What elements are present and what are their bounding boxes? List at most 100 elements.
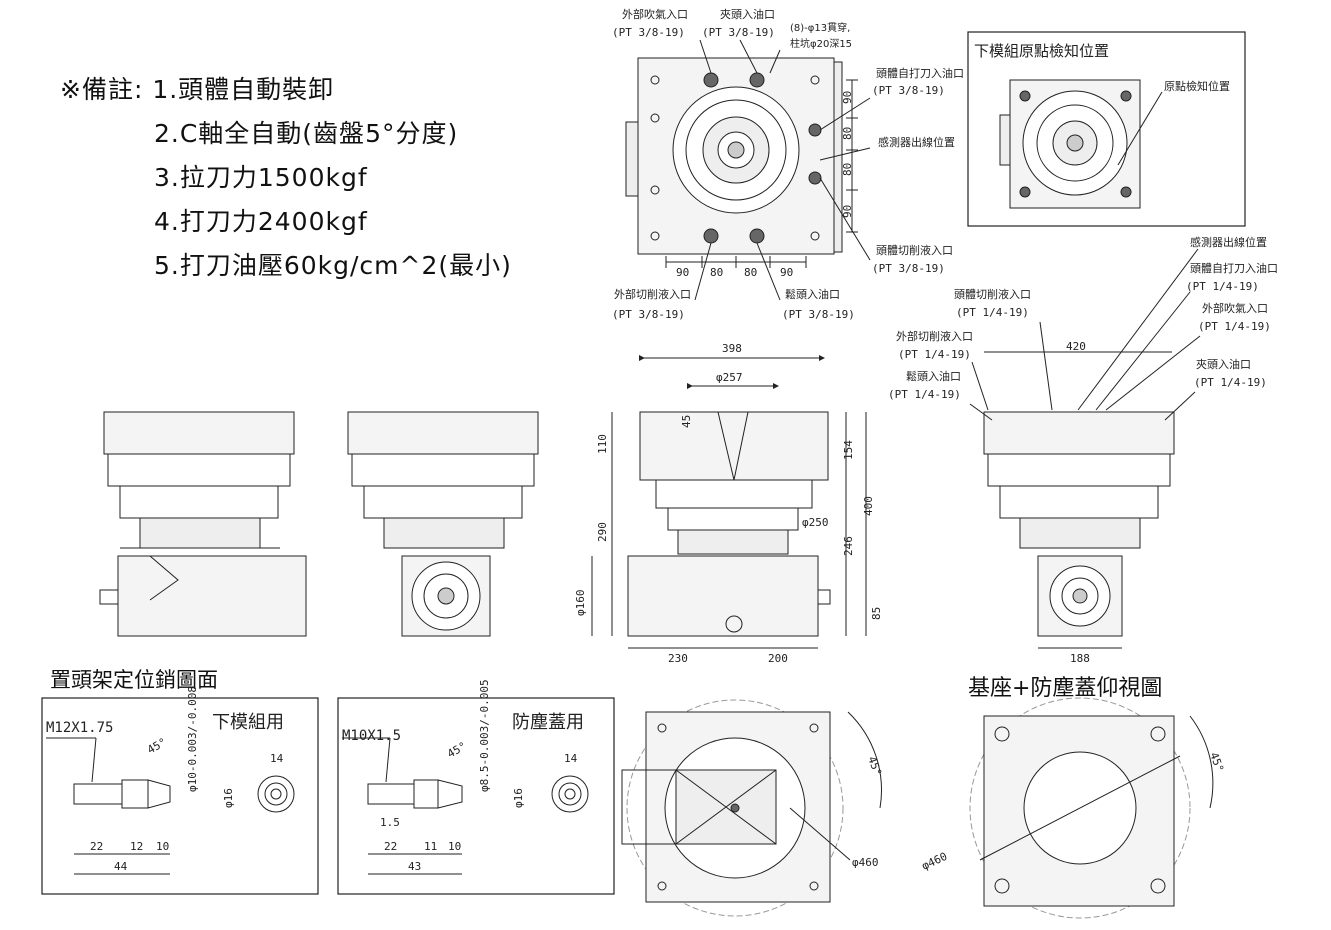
- pin-lower-dia16: φ16: [222, 788, 235, 808]
- top-view: [625, 39, 871, 301]
- pin-lower-hex: 14: [270, 752, 284, 765]
- origin-box: [967, 31, 1246, 227]
- origin-box-label: 原點檢知位置: [1164, 79, 1230, 93]
- r-ext-air: 外部吹氣入口: [1202, 301, 1268, 315]
- dim-188: 188: [1070, 652, 1090, 665]
- dim-160: φ160: [574, 590, 587, 617]
- label-ext-coolant: 外部切削液入口: [614, 287, 691, 301]
- pin-cover-43: 43: [408, 860, 421, 873]
- note-2: 2.C軸全自動(齒盤5°分度): [154, 119, 459, 148]
- label-head-coolant: 頭體切削液入口: [876, 243, 953, 257]
- pin-cover-dia16: φ16: [512, 788, 525, 808]
- pin-lower-22: 22: [90, 840, 103, 853]
- side-view-mid: [347, 411, 539, 637]
- label-release-oil: 鬆頭入油口: [785, 287, 840, 301]
- pin-cover-11: 11: [424, 840, 437, 853]
- pin-cover-hex: 14: [564, 752, 578, 765]
- bottom-dia: φ460: [852, 856, 879, 869]
- notes-block: ※備註: 1.頭體自動裝卸 2.C軸全自動(齒盤5°分度) 3.拉刀力1500k…: [60, 68, 512, 288]
- dim-420: 420: [1066, 340, 1086, 353]
- dim-154: 154: [842, 440, 855, 460]
- dim-b-90a: 90: [676, 266, 689, 279]
- r-ext-coolant-spec: (PT 1/4-19): [898, 348, 971, 361]
- dim-257: φ257: [716, 371, 743, 384]
- dim-85: 85: [870, 607, 883, 620]
- bottom-view-center: [621, 699, 882, 917]
- r-ext-coolant: 外部切削液入口: [896, 329, 973, 343]
- base-dia: φ460: [920, 850, 950, 873]
- r-ext-air-spec: (PT 1/4-19): [1198, 320, 1271, 333]
- pin-lower-44: 44: [114, 860, 128, 873]
- dim-r-80b: 80: [841, 163, 854, 176]
- pin-cover-dia: φ8.5-0.003/-0.005: [478, 679, 491, 792]
- bottom-angle: 45°: [865, 755, 884, 778]
- pin-cover-thread: M10X1.5: [342, 728, 401, 744]
- label-head-coolant-spec: (PT 3/8-19): [872, 262, 945, 275]
- dim-230: 230: [668, 652, 688, 665]
- label-release-oil-spec: (PT 3/8-19): [782, 308, 855, 321]
- dim-r-90a: 90: [841, 91, 854, 104]
- label-head-unclamp: 頭體自打刀入油口: [876, 66, 964, 80]
- pin-lower-thread: M12X1.75: [46, 720, 113, 736]
- pin-lower-12: 12: [130, 840, 143, 853]
- label-head-unclamp-spec: (PT 3/8-19): [872, 84, 945, 97]
- r-head-unclamp-spec: (PT 1/4-19): [1186, 280, 1259, 293]
- label-holes-1: (8)-φ13貫穿,: [790, 21, 850, 34]
- dim-45: 45: [680, 415, 693, 428]
- label-ext-coolant-spec: (PT 3/8-19): [612, 308, 685, 321]
- r-clamp-oil: 夾頭入油口: [1196, 357, 1251, 371]
- pin-box-lower-labels: 下模組用 M12X1.75 45° φ10-0.003/-0.008 φ16 1…: [46, 686, 284, 873]
- dim-200: 200: [768, 652, 788, 665]
- note-1: 1.頭體自動裝卸: [152, 75, 335, 104]
- label-clamp-oil-spec: (PT 3/8-19): [702, 26, 775, 39]
- note-3: 3.拉刀力1500kgf: [154, 163, 368, 192]
- notes-prefix: ※備註:: [60, 75, 144, 104]
- base-view: [969, 697, 1214, 919]
- dim-b-80a: 80: [710, 266, 723, 279]
- label-ext-air: 外部吹氣入口: [622, 7, 688, 21]
- pin-lower-angle: 45°: [145, 735, 169, 756]
- r-head-coolant: 頭體切削液入口: [954, 287, 1031, 301]
- side-view-right-labels: 感測器出線位置 頭體自打刀入油口 (PT 1/4-19) 頭體切削液入口 (PT…: [888, 235, 1278, 665]
- front-view: [591, 355, 867, 649]
- pin-lower-10: 10: [156, 840, 169, 853]
- r-head-unclamp: 頭體自打刀入油口: [1190, 261, 1278, 275]
- pin-cover-title: 防塵蓋用: [512, 712, 584, 733]
- dim-290: 290: [596, 522, 609, 542]
- pin-box-cover: [337, 697, 615, 895]
- pin-lower-title: 下模組用: [212, 712, 284, 733]
- note-4: 4.打刀力2400kgf: [154, 207, 368, 236]
- r-sensor-exit: 感測器出線位置: [1190, 235, 1267, 249]
- pin-cover-22: 22: [384, 840, 397, 853]
- r-release-oil-spec: (PT 1/4-19): [888, 388, 961, 401]
- dim-b-90b: 90: [780, 266, 793, 279]
- origin-box-title: 下模組原點檢知位置: [974, 42, 1109, 60]
- dim-246: 246: [842, 536, 855, 556]
- label-sensor-exit: 感測器出線位置: [878, 135, 955, 149]
- pin-cover-angle: 45°: [445, 739, 469, 760]
- dim-250: φ250: [802, 516, 829, 529]
- pin-cover-10: 10: [448, 840, 461, 853]
- r-head-coolant-spec: (PT 1/4-19): [956, 306, 1029, 319]
- base-angle: 45°: [1207, 751, 1226, 774]
- dim-r-90b: 90: [841, 205, 854, 218]
- pin-section-title: 置頭架定位銷圖面: [50, 668, 218, 692]
- label-ext-air-spec: (PT 3/8-19): [612, 26, 685, 39]
- pin-cover-15: 1.5: [380, 816, 400, 829]
- label-clamp-oil: 夾頭入油口: [720, 7, 775, 21]
- pin-box-lower: [41, 697, 319, 895]
- front-view-dims: 398 φ257 45 110 154 φ250 400 290 246 φ16…: [574, 342, 883, 665]
- dim-400: 400: [862, 496, 875, 516]
- dim-r-80a: 80: [841, 127, 854, 140]
- r-release-oil: 鬆頭入油口: [906, 369, 961, 383]
- dim-b-80b: 80: [744, 266, 757, 279]
- dim-110: 110: [596, 434, 609, 454]
- r-clamp-oil-spec: (PT 1/4-19): [1194, 376, 1267, 389]
- dim-398: 398: [722, 342, 742, 355]
- side-view-right: [969, 248, 1201, 649]
- base-view-title: 基座+防塵蓋仰視圖: [968, 676, 1163, 701]
- pin-box-cover-labels: 防塵蓋用 M10X1.5 45° φ8.5-0.003/-0.005 φ16 1…: [342, 679, 584, 873]
- pin-lower-dia: φ10-0.003/-0.008: [186, 686, 199, 792]
